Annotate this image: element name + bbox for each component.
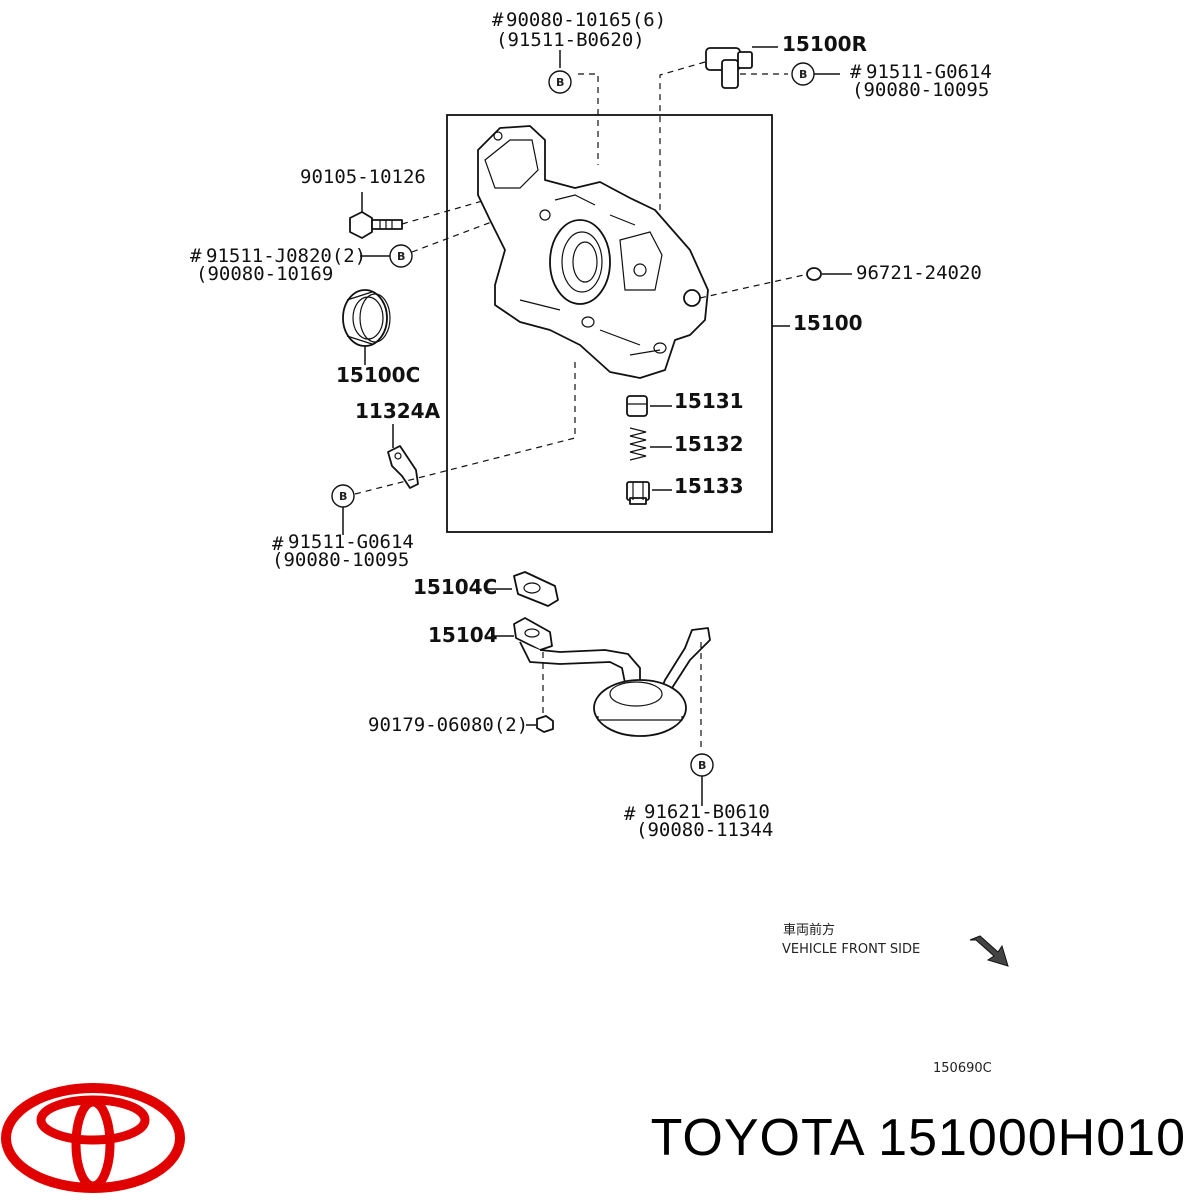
vehicle-front-en: VEHICLE FRONT SIDE bbox=[782, 942, 920, 957]
vehicle-front-jp: 車両前方 bbox=[783, 922, 835, 938]
svg-text:B: B bbox=[339, 490, 347, 503]
badge-b-5: B bbox=[690, 753, 714, 777]
badge-b-2: B bbox=[791, 62, 815, 86]
hash-mark: # bbox=[272, 533, 284, 555]
bolt-part bbox=[349, 211, 403, 239]
oil-seal-part bbox=[342, 289, 391, 347]
callout-91511-j0820: 91511-J0820(2) bbox=[206, 245, 366, 267]
callout-15131: 15131 bbox=[674, 389, 744, 413]
oil-strainer-part bbox=[513, 617, 711, 737]
svg-text:B: B bbox=[397, 250, 405, 263]
callout-91511-g0614-top: 91511-G0614 bbox=[866, 61, 992, 83]
nut-part bbox=[536, 715, 554, 733]
callout-15133: 15133 bbox=[674, 474, 744, 498]
o-ring-part bbox=[806, 267, 822, 281]
callout-15100: 15100 bbox=[793, 311, 863, 335]
callout-90080-10095-top: (90080-10095 bbox=[852, 79, 989, 101]
hash-mark: # bbox=[492, 9, 504, 31]
brand-name: TOYOTA bbox=[650, 1109, 863, 1167]
hash-mark: # bbox=[850, 61, 862, 83]
callout-90080-10169: (90080-10169 bbox=[196, 263, 333, 285]
callout-11324a: 11324A bbox=[355, 399, 441, 423]
sensor-15100r-part bbox=[705, 47, 753, 89]
callout-15100c: 15100C bbox=[336, 363, 420, 387]
badge-b-1: B bbox=[548, 70, 572, 94]
figure-code: 150690C bbox=[933, 1061, 992, 1076]
callout-90105-10126: 90105-10126 bbox=[300, 166, 426, 188]
footer-title: TOYOTA 151000H010 bbox=[536, 1108, 1186, 1178]
callout-91511-g0614-bottom: 91511-G0614 bbox=[288, 531, 414, 553]
bracket-part bbox=[387, 445, 419, 489]
callout-15132: 15132 bbox=[674, 432, 744, 456]
callout-90179-06080: 90179-06080(2) bbox=[368, 714, 528, 736]
badge-b-4: B bbox=[331, 484, 355, 508]
svg-text:B: B bbox=[698, 759, 706, 772]
callout-91621-b0610: 91621-B0610 bbox=[644, 801, 770, 823]
callout-15100r: 15100R bbox=[782, 32, 867, 56]
svg-text:B: B bbox=[556, 76, 564, 89]
svg-text:B: B bbox=[799, 68, 807, 81]
callout-96721-24020: 96721-24020 bbox=[856, 262, 982, 284]
callout-15104: 15104 bbox=[428, 623, 498, 647]
callout-91511-b0620: (91511-B0620) bbox=[496, 29, 645, 51]
part-number: 151000H010 bbox=[878, 1109, 1186, 1167]
callout-15104c: 15104C bbox=[413, 575, 497, 599]
toyota-logo bbox=[1, 1083, 185, 1193]
relief-valve-piston-part bbox=[626, 395, 648, 417]
badge-b-3: B bbox=[389, 244, 413, 268]
hash-mark: # bbox=[190, 245, 202, 267]
oil-pump-body-part bbox=[477, 125, 709, 379]
callout-90080-10095-bottom: (90080-10095 bbox=[272, 549, 409, 571]
relief-valve-plug-part bbox=[626, 481, 650, 505]
hash-mark: # bbox=[624, 803, 636, 825]
gasket-part bbox=[513, 571, 559, 607]
direction-arrow-icon bbox=[969, 935, 1009, 967]
callout-90080-11344: (90080-11344 bbox=[636, 819, 773, 841]
callout-90080-10165: 90080-10165(6) bbox=[506, 9, 666, 31]
relief-valve-spring-part bbox=[629, 427, 647, 461]
assembly-frame bbox=[446, 114, 773, 533]
